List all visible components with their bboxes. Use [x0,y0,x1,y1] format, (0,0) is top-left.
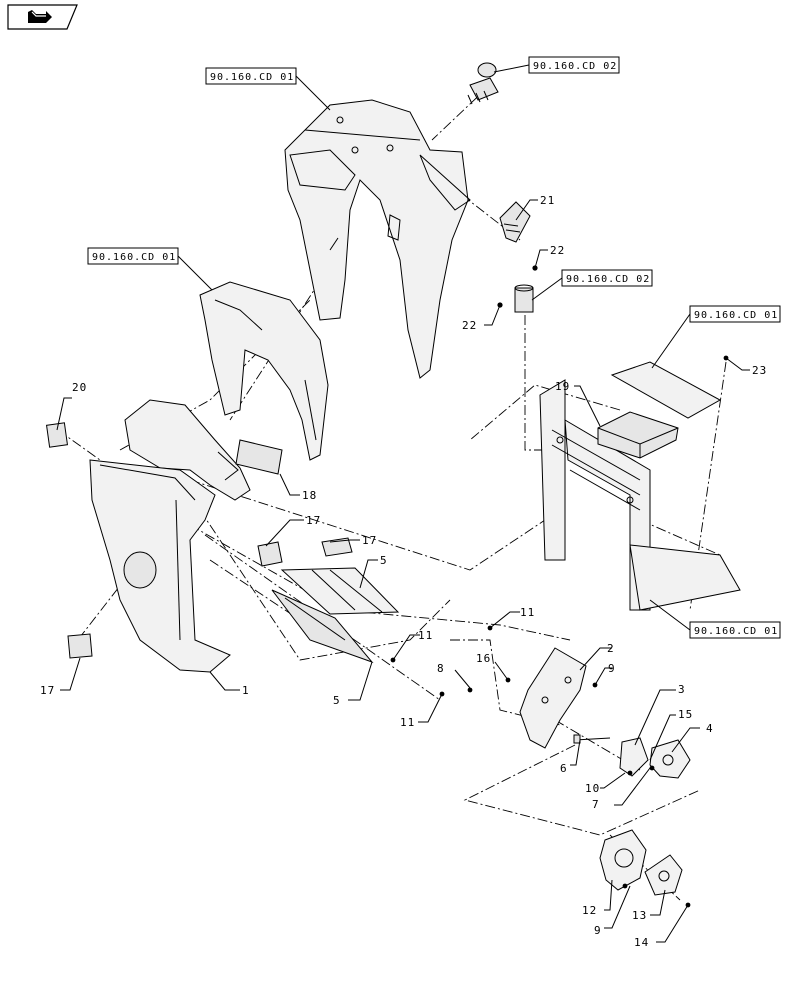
return-button[interactable] [6,4,78,30]
svg-text:90.160.CD 02: 90.160.CD 02 [566,274,650,285]
part-19-cushion [597,411,679,459]
callout-5a: 5 [380,554,388,567]
callout-5b: 5 [333,694,341,707]
cover-plate [610,361,722,419]
callout-1: 1 [242,684,250,697]
cab-cover [284,99,471,379]
callout-20: 20 [72,381,87,394]
callout-23: 23 [752,364,767,377]
return-arrow-icon [7,4,78,30]
ref-top-left[interactable]: 90.160.CD 01 [205,67,331,111]
part-13-plate [644,854,683,896]
callout-22a: 22 [550,244,565,257]
ref-mid-left[interactable]: 90.160.CD 01 [87,247,213,291]
part-18-panel [235,439,283,475]
svg-text:90.160.CD 01: 90.160.CD 01 [210,72,294,83]
callout-3: 3 [678,683,686,696]
ref-right-lower[interactable]: 90.160.CD 01 [649,599,781,639]
callout-9b: 9 [594,924,602,937]
callout-9a: 9 [608,662,616,675]
seat-frame [539,379,741,611]
svg-text:90.160.CD 01: 90.160.CD 01 [694,626,778,637]
callout-19: 19 [555,380,570,393]
part-22-connector [497,265,538,313]
callout-17b: 17 [362,534,377,547]
callout-11a: 11 [520,606,535,619]
callout-17a: 17 [306,514,321,527]
callout-15: 15 [678,708,693,721]
callout-18: 18 [302,489,317,502]
console-housing [89,399,251,673]
part-6-rod [573,734,611,744]
svg-text:90.160.CD 02: 90.160.CD 02 [533,61,617,72]
svg-text:90.160.CD 01: 90.160.CD 01 [92,252,176,263]
part-4-cover [649,739,691,779]
part-21-switch [499,201,531,243]
callout-10: 10 [585,782,600,795]
part-3-bracket [619,737,649,777]
callout-22b: 22 [462,319,477,332]
leader-lines [56,199,750,943]
callout-11c: 11 [400,716,415,729]
callout-7: 7 [592,798,600,811]
part-17-pad-a [257,541,283,567]
part-2-plate [519,647,587,749]
ignition-switch [467,62,499,105]
callout-11b: 11 [418,629,433,642]
callout-4: 4 [706,722,714,735]
ref-top-right[interactable]: 90.160.CD 02 [493,56,620,74]
side-panel [199,281,329,461]
part-17-pad-c [67,633,93,659]
svg-text:90.160.CD 01: 90.160.CD 01 [694,310,778,321]
part-20 [45,422,69,448]
callout-16: 16 [476,652,491,665]
callout-6: 6 [560,762,568,775]
ref-right-upper[interactable]: 90.160.CD 01 [651,305,781,369]
callout-2: 2 [607,642,615,655]
callout-14: 14 [634,936,649,949]
callout-12: 12 [582,904,597,917]
callout-labels: 1 2 3 4 5 5 6 7 8 9 9 10 11 11 11 12 13 … [40,194,767,949]
part-17-pad-b [321,537,353,557]
callout-13: 13 [632,909,647,922]
ref-mid-right[interactable]: 90.160.CD 02 [531,269,653,301]
callout-21: 21 [540,194,555,207]
callout-8: 8 [437,662,445,675]
callout-17c: 17 [40,684,55,697]
part-12-plate [599,829,647,891]
part-5-mats [271,567,400,664]
